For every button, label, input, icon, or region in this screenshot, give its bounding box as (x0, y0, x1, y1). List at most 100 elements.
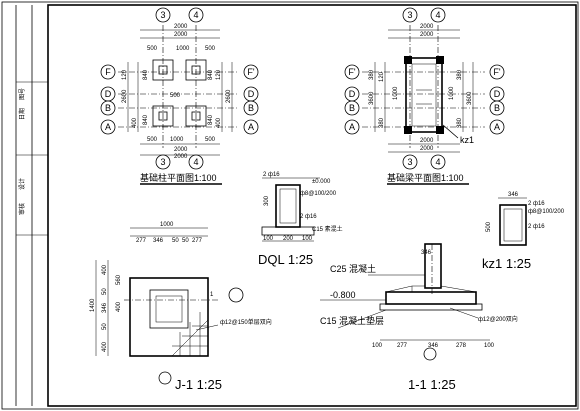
j1-dim-346: 346 (153, 238, 164, 244)
dim-2000-bt1: 2000 (420, 24, 434, 30)
axis-D-left2: D (349, 89, 356, 99)
axis-4-bot: 4 (193, 157, 198, 167)
dim-1000-l3: 1000 (393, 86, 399, 100)
margin-label-d: 审核 (18, 203, 26, 215)
beam-plan: kz1 2000 2000 2000 2000 380 3600 380 120… (344, 7, 505, 185)
dim-2600-l: 2600 (122, 89, 128, 103)
j1-dim-277b: 277 (192, 238, 203, 244)
dim-500-d: 500 (205, 137, 216, 143)
axis-4-top: 4 (193, 10, 198, 20)
title-kz1: kz1 1:25 (482, 256, 531, 271)
dim-2000-bot1: 2000 (174, 147, 188, 153)
s11-c25: C25 混凝土 (330, 263, 376, 274)
dim-1000-bot: 1000 (170, 137, 184, 143)
axis-F-left: F (105, 67, 111, 77)
dim-120-l3: 120 (379, 71, 385, 82)
dim-1000-a: 1000 (176, 46, 190, 52)
dql-stirrup: ф8@100/200 (300, 191, 337, 197)
axis-3-bot2: 3 (407, 157, 412, 167)
dim-500-mid: 500 (170, 93, 181, 99)
dql-dim-100b: 100 (302, 236, 313, 242)
dim-3600-l: 3600 (369, 91, 375, 105)
dim-380-r: 380 (457, 69, 463, 80)
j1-dim-560: 560 (116, 274, 122, 285)
axis-F-right: F' (247, 67, 254, 77)
dim-120-r: 120 (216, 69, 222, 80)
axis-A-right2: A (494, 122, 500, 132)
dql-dim-100a: 100 (263, 236, 274, 242)
s11-dim-100a: 100 (372, 343, 383, 349)
dql-dim-200: 200 (283, 236, 294, 242)
j1-dim-400a: 400 (102, 264, 108, 275)
title-j1: J-1 1:25 (175, 377, 222, 392)
axis-D-right: D (248, 89, 255, 99)
s11-dim-346: 346 (421, 250, 432, 256)
kz1-bars-bot: 2 ф16 (528, 224, 545, 230)
s11-dim-346b: 346 (428, 343, 439, 349)
j1-dim-50b: 50 (182, 238, 189, 244)
kz1-dim-500: 500 (486, 221, 492, 232)
s11-dim-278: 278 (456, 343, 467, 349)
j1-dim-1000: 1000 (160, 222, 174, 228)
dim-380-l2: 380 (379, 117, 385, 128)
axis-4-bot2: 4 (435, 157, 440, 167)
axis-B-left2: B (349, 103, 355, 113)
dim-2600-r: 2600 (226, 89, 232, 103)
s11-dim-277: 277 (397, 343, 408, 349)
dql-bars-top: 2 ф16 (263, 172, 280, 178)
dim-840-r2: 840 (208, 114, 214, 125)
axis-F-right2: F' (493, 67, 500, 77)
j1-detail: 1000 277 346 50 50 277 1400 400 50 346 5… (90, 222, 272, 392)
axis-B-right2: B (494, 103, 500, 113)
s11-elev: -0.800 (330, 290, 356, 300)
dql-dim-300: 300 (264, 195, 270, 206)
j1-rebar-note: ф12@150单层双向 (220, 318, 272, 326)
dim-500-a: 500 (147, 46, 158, 52)
dim-500-b: 500 (205, 46, 216, 52)
axis-F-left2: F' (348, 67, 355, 77)
dim-2000-bt2: 2000 (420, 32, 434, 38)
j1-dim-50d: 50 (102, 323, 108, 330)
inner-border (47, 4, 577, 407)
dim-2000-bb2: 2000 (420, 146, 434, 152)
dim-500-c: 500 (147, 137, 158, 143)
axis-3-top2: 3 (407, 10, 412, 20)
dim-3600-r: 3600 (467, 91, 473, 105)
dim-120-l: 120 (122, 69, 128, 80)
j1-sec-mark: 1 (210, 292, 214, 298)
dim-400-r: 400 (216, 117, 222, 128)
axis-3-bot: 3 (160, 157, 165, 167)
section-1-1: 346 C25 混凝土 -0.800 ф12@200双向 C15 混凝土垫层 1… (320, 243, 518, 392)
dim-1000-r3: 1000 (449, 86, 455, 100)
dql-section: 2 ф16 ±0.000 ф8@100/200 2 ф16 C15 素混土 30… (258, 172, 343, 267)
title-dql: DQL 1:25 (258, 252, 313, 267)
dim-380-r2: 380 (457, 117, 463, 128)
j1-dim-346b: 346 (102, 302, 108, 313)
j1-dim-277a: 277 (136, 238, 147, 244)
axis-A-left: A (105, 122, 111, 132)
j1-dim-1400: 1400 (90, 298, 96, 312)
axis-B-right: B (248, 103, 254, 113)
dim-840-l2: 840 (143, 114, 149, 125)
dim-400-l: 400 (132, 117, 138, 128)
j1-dim-400b: 400 (102, 341, 108, 352)
dim-380-l: 380 (369, 69, 375, 80)
title-beam-plan: 基础梁平面图1:100 (387, 172, 464, 183)
dim-2000-top1: 2000 (174, 24, 188, 30)
dql-c15: C15 素混土 (312, 225, 343, 233)
title-1-1: 1-1 1:25 (408, 377, 456, 392)
axis-4-top2: 4 (435, 10, 440, 20)
dim-2000-bot2: 2000 (174, 154, 188, 160)
s11-dim-100b: 100 (484, 343, 495, 349)
kz1-dim-346: 346 (508, 192, 519, 198)
margin-label-b: 日期 (18, 108, 26, 120)
column-plan: 2000 2000 500 1000 500 500 1000 500 500 … (100, 7, 259, 185)
s11-rebar: ф12@200双向 (478, 315, 518, 323)
dim-840-l: 840 (143, 69, 149, 80)
dim-2000-top2: 2000 (174, 32, 188, 38)
kz1-bars-top: 2 ф16 (528, 201, 545, 207)
margin-label-c: 设计 (18, 178, 26, 190)
title-column-plan: 基础柱平面图1:100 (140, 172, 217, 183)
